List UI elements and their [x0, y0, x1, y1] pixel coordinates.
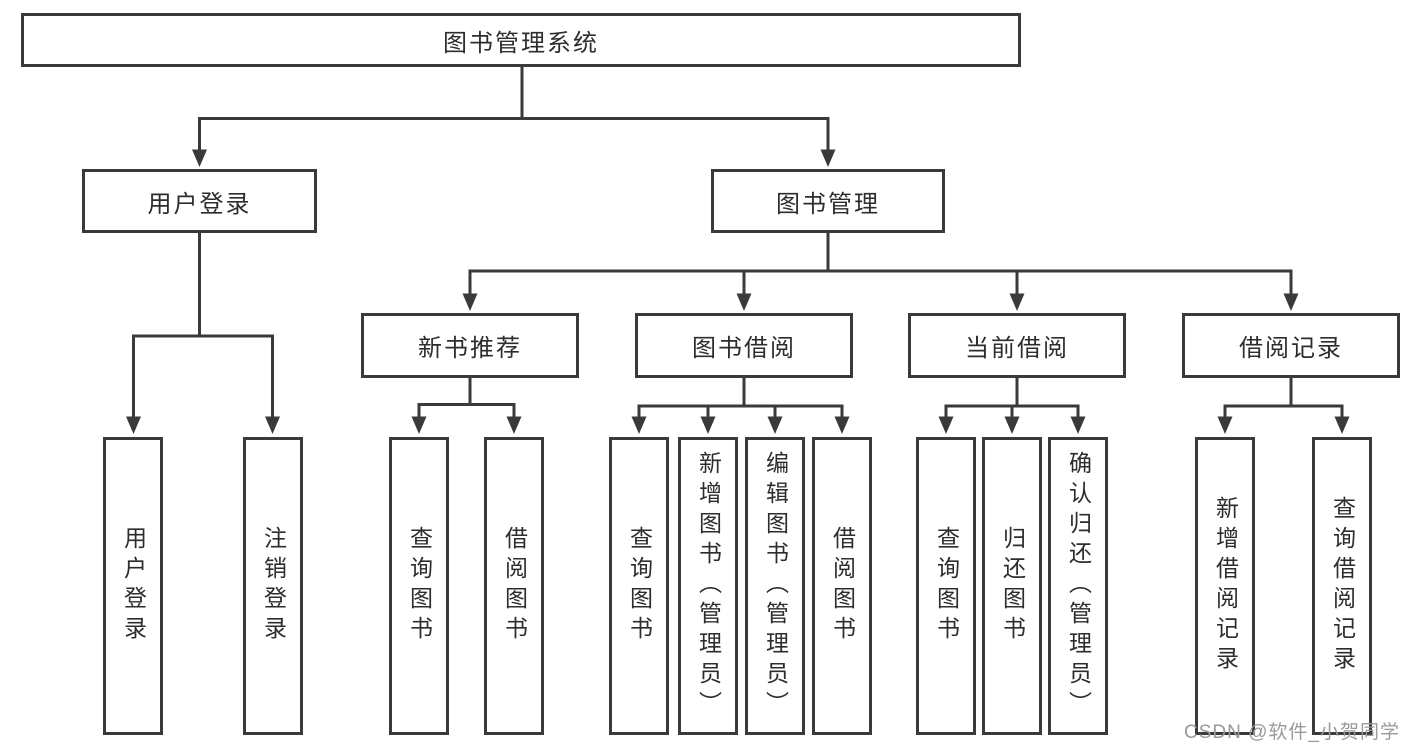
node-label: 借阅图书	[829, 526, 856, 646]
node-book-management: 图书管理	[711, 169, 945, 233]
arrowhead	[265, 416, 280, 434]
arrowhead	[411, 416, 427, 434]
arrowhead	[1334, 416, 1350, 434]
node-user-login: 用户登录	[82, 169, 317, 233]
node-label: 新增图书（管理员）	[695, 451, 722, 721]
node-leaf-user-login: 用户登录	[103, 437, 163, 735]
node-label: 确认归还（管理员）	[1065, 451, 1092, 721]
arrowhead	[192, 149, 207, 167]
csdn-watermark: CSDN @软件_小贺同学	[1184, 722, 1400, 743]
node-label: 编辑图书（管理员）	[762, 451, 789, 721]
arrowhead	[767, 416, 783, 434]
node-current-borrow: 当前借阅	[908, 313, 1126, 378]
arrowhead	[1217, 416, 1233, 434]
connector-userlogin-to-leaves	[132, 233, 274, 420]
node-label: 查询图书	[406, 526, 433, 646]
arrowhead	[736, 293, 752, 311]
node-label: 用户登录	[120, 526, 147, 646]
node-label: 图书管理系统	[443, 29, 599, 57]
node-label: 当前借阅	[965, 335, 1069, 362]
arrowhead	[126, 416, 141, 434]
node-leaf-add-borrow-record: 新增借阅记录	[1195, 437, 1255, 735]
node-leaf-add-books-admin: 新增图书（管理员）	[678, 437, 738, 735]
arrowhead	[938, 416, 954, 434]
node-label: 查询图书	[933, 526, 960, 646]
arrowhead	[1004, 416, 1020, 434]
arrowhead	[1009, 293, 1025, 311]
connector-root-to-level2	[198, 67, 830, 152]
connector-borrowrecord-to-leaves	[1223, 378, 1344, 420]
connector-bookborrow-to-leaves	[637, 378, 844, 420]
arrowhead	[700, 416, 716, 434]
node-borrow-records: 借阅记录	[1182, 313, 1400, 378]
node-label: 借阅图书	[501, 526, 528, 646]
node-book-borrow: 图书借阅	[635, 313, 853, 378]
node-label: 图书管理	[776, 190, 880, 218]
node-leaf-confirm-return-admin: 确认归还（管理员）	[1048, 437, 1108, 735]
arrowhead	[462, 293, 478, 311]
node-label: 归还图书	[999, 526, 1026, 646]
node-label: 用户登录	[147, 190, 252, 218]
arrowhead	[631, 416, 647, 434]
arrowhead	[834, 416, 850, 434]
node-leaf-borrow-books: 借阅图书	[812, 437, 872, 735]
node-library-management-system: 图书管理系统	[21, 13, 1021, 67]
node-leaf-borrow-books-recommend: 借阅图书	[484, 437, 544, 735]
node-leaf-return-books: 归还图书	[982, 437, 1042, 735]
node-label: 借阅记录	[1239, 335, 1343, 362]
node-leaf-query-books-borrow: 查询图书	[609, 437, 669, 735]
node-label: 新增借阅记录	[1212, 496, 1239, 676]
node-label: 图书借阅	[692, 335, 796, 362]
node-leaf-query-borrow-record: 查询借阅记录	[1312, 437, 1372, 735]
arrowhead	[506, 416, 522, 434]
node-leaf-edit-books-admin: 编辑图书（管理员）	[745, 437, 805, 735]
node-leaf-logout: 注销登录	[243, 437, 303, 735]
node-leaf-query-books-current: 查询图书	[916, 437, 976, 735]
node-new-book-recommend: 新书推荐	[361, 313, 579, 378]
node-label: 注销登录	[260, 526, 287, 646]
node-leaf-query-books-recommend: 查询图书	[389, 437, 449, 735]
node-label: 查询借阅记录	[1329, 496, 1356, 676]
arrowhead	[820, 149, 836, 167]
node-label: 新书推荐	[418, 335, 522, 362]
connector-bookmgmt-to-level3	[468, 232, 1293, 296]
connector-currentborrow-to-leaves	[944, 378, 1080, 420]
connector-newbook-to-leaves	[417, 378, 516, 420]
node-label: 查询图书	[626, 526, 653, 646]
arrowhead	[1070, 416, 1086, 434]
arrowhead	[1283, 293, 1299, 311]
